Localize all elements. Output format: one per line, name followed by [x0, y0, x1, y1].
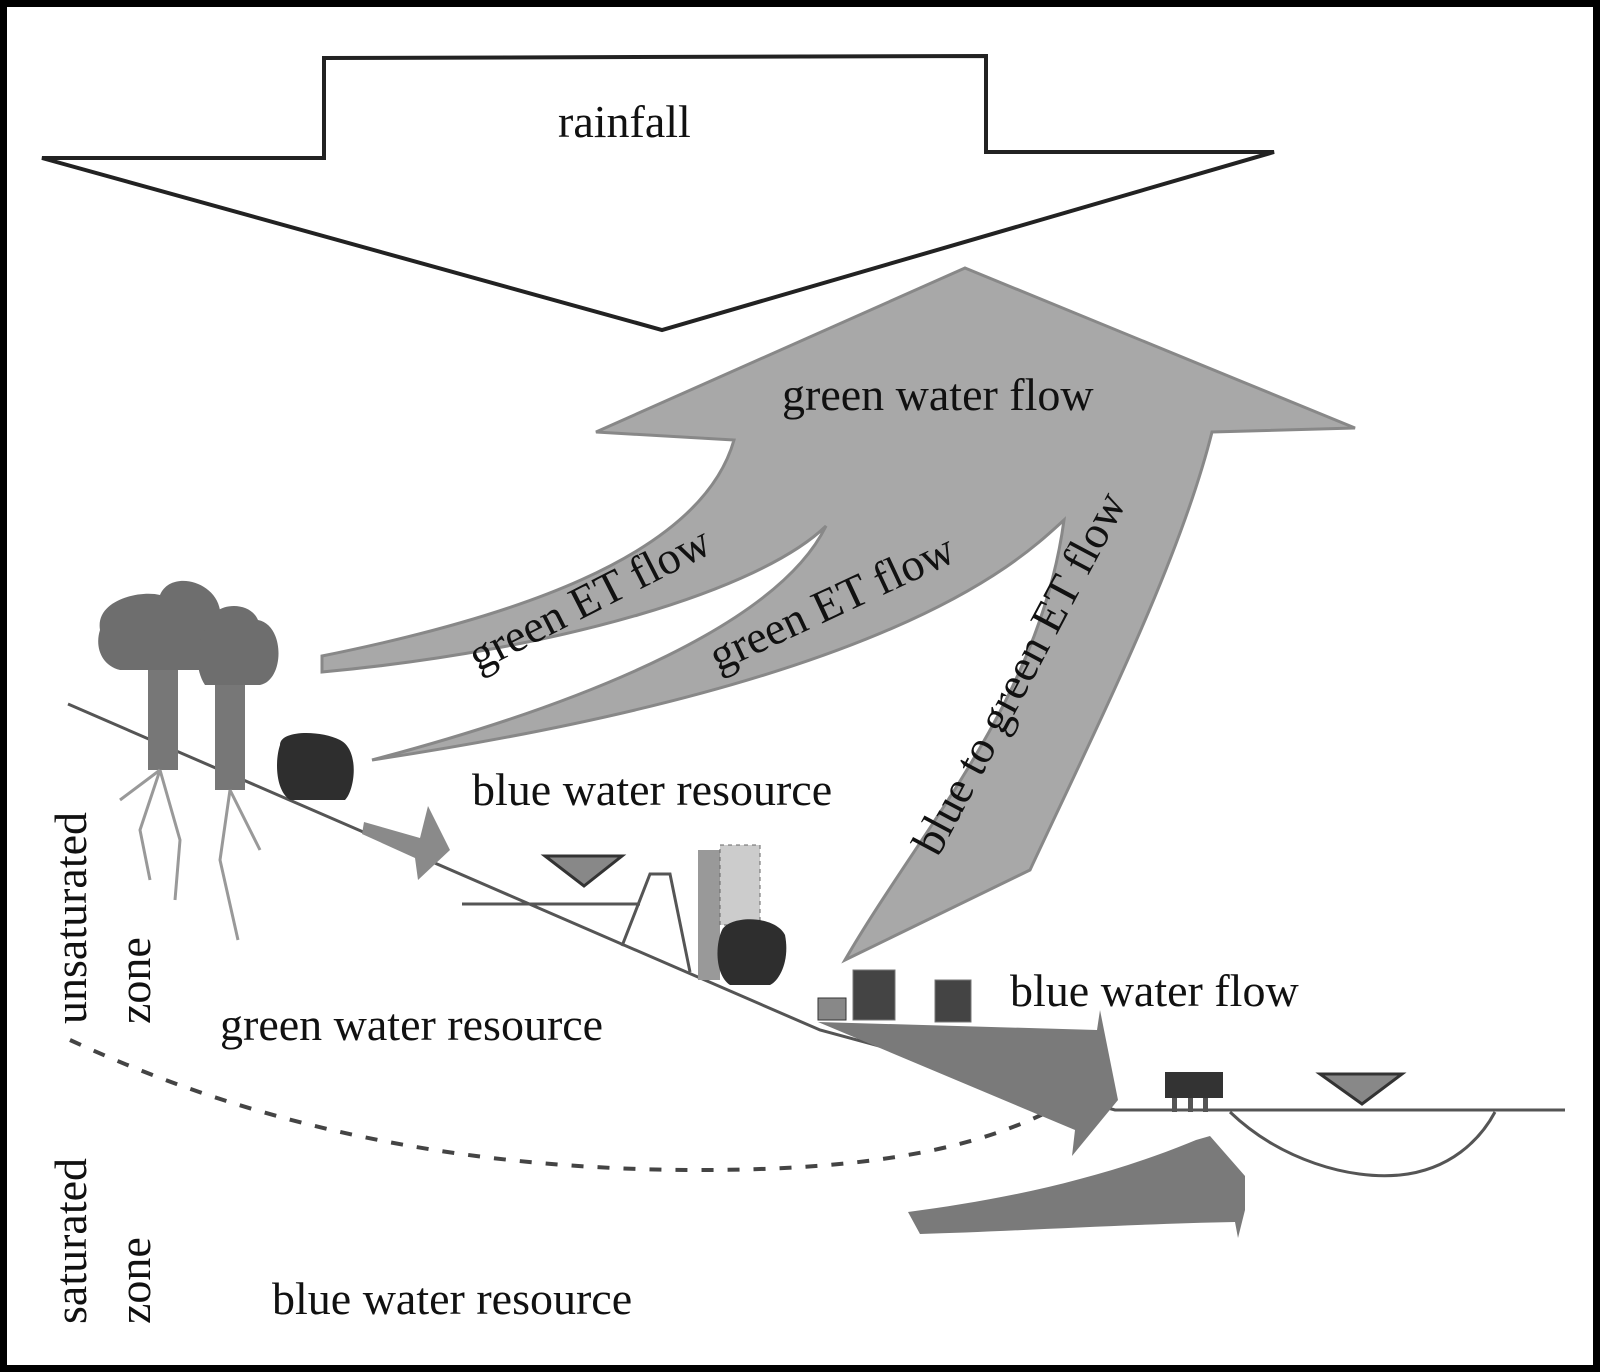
rainfall-label: rainfall: [558, 96, 691, 147]
water-level-marker-icon: [1315, 1072, 1407, 1106]
water-table-line: [69, 1038, 1071, 1173]
shrub-icon: [717, 919, 787, 985]
buildings-icon: [817, 969, 972, 1023]
groundwater-flow-arrow: [908, 1136, 1245, 1238]
unsaturated-zone-label: zone: [109, 937, 160, 1024]
tower-icon: [719, 844, 761, 926]
blue-water-flow-arrow: [818, 1010, 1118, 1156]
blue-water-resource-label: blue water resource: [272, 1273, 632, 1324]
blue-water-flow-label: blue water flow: [1010, 965, 1299, 1016]
saturated-zone-label: zone: [109, 1237, 160, 1324]
roots-icon: [119, 768, 262, 941]
small-trees-icon: [1165, 1072, 1223, 1112]
lake-basin: [1228, 1110, 1497, 1178]
tree-icon: [197, 606, 279, 790]
unsaturated-label: unsaturated: [45, 812, 96, 1024]
blue-water-resource-label: blue water resource: [472, 764, 832, 815]
green-water-flow-arrow: [320, 266, 1356, 964]
runoff-arrow: [362, 806, 450, 880]
rainfall-arrow: [41, 53, 1275, 333]
dam-icon: [620, 872, 692, 973]
saturated-label: saturated: [45, 1158, 96, 1324]
reservoir-water-level-icon: [540, 854, 627, 888]
green-water-flow-label: green water flow: [782, 369, 1094, 420]
tower-icon: [698, 850, 720, 980]
shrub-icon: [277, 733, 354, 800]
green-water-resource-label: green water resource: [220, 999, 603, 1050]
